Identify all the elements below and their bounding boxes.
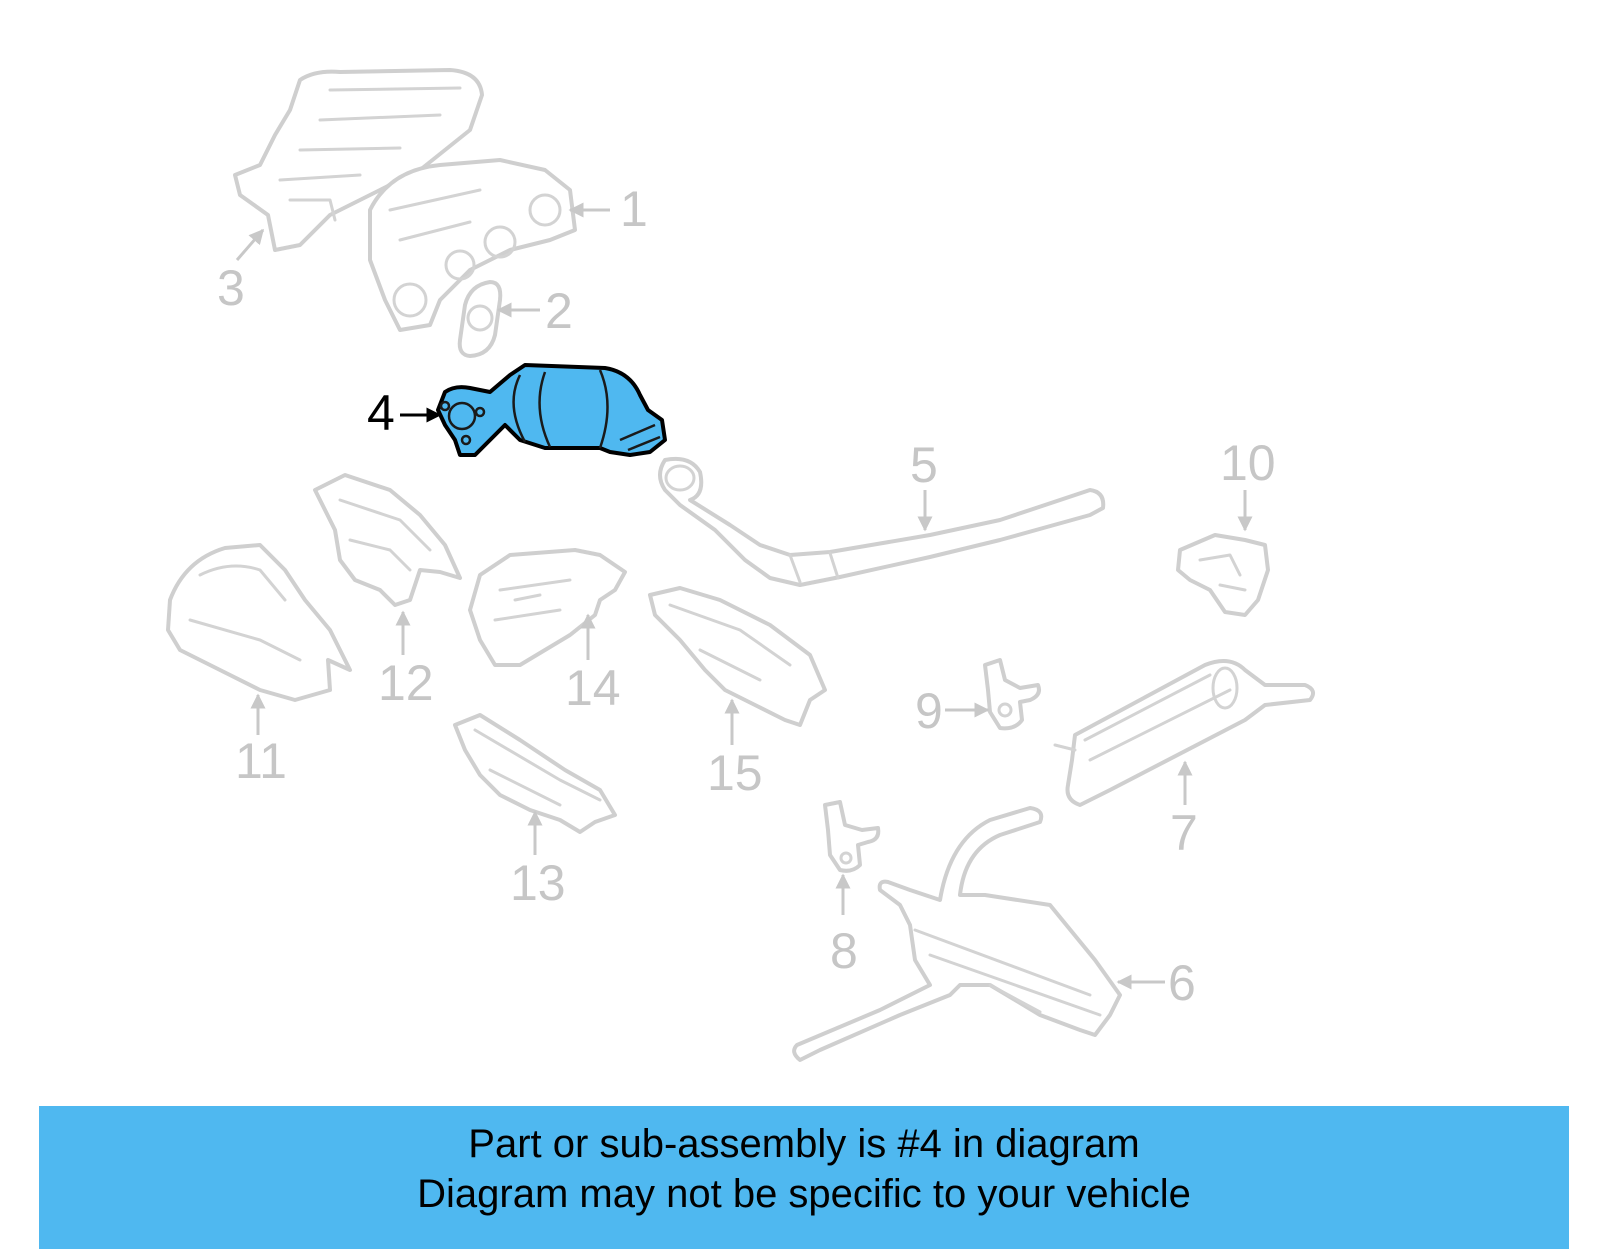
info-banner: Part or sub-assembly is #4 in diagram Di…	[39, 1106, 1569, 1249]
svg-text:7: 7	[1170, 805, 1198, 861]
part-10-bracket[interactable]	[1176, 533, 1270, 617]
callout-6: 6	[1116, 955, 1196, 1011]
parts-diagram: 3 1 2 4	[166, 68, 1316, 1062]
svg-text:1: 1	[620, 181, 648, 237]
banner-line-2: Diagram may not be specific to your vehi…	[417, 1172, 1191, 1216]
part-3-heat-shield[interactable]	[233, 68, 484, 252]
part-13-heat-shield[interactable]	[453, 713, 617, 834]
callout-12: 12	[378, 610, 434, 711]
part-1-exhaust-manifold[interactable]	[368, 158, 577, 332]
part-5-front-pipe[interactable]	[658, 456, 1106, 587]
callout-15: 15	[707, 698, 763, 801]
part-2-gasket[interactable]	[457, 280, 503, 358]
part-11-heat-shield[interactable]	[166, 543, 352, 702]
svg-text:4: 4	[367, 385, 395, 441]
svg-text:5: 5	[910, 437, 938, 493]
callout-7: 7	[1170, 760, 1198, 861]
callout-10: 10	[1220, 435, 1276, 532]
part-14-heat-shield[interactable]	[468, 548, 627, 667]
callout-14: 14	[565, 613, 621, 716]
part-6-center-muffler[interactable]	[792, 806, 1122, 1062]
svg-text:10: 10	[1220, 435, 1276, 491]
part-9-hanger[interactable]	[983, 658, 1041, 731]
svg-text:6: 6	[1168, 955, 1196, 1011]
callout-4: 4	[367, 385, 442, 441]
svg-text:2: 2	[545, 283, 573, 339]
svg-text:9: 9	[915, 683, 943, 739]
part-7-rear-muffler[interactable]	[1053, 659, 1316, 807]
svg-text:15: 15	[707, 745, 763, 801]
callout-3: 3	[217, 228, 265, 316]
banner-line-1: Part or sub-assembly is #4 in diagram	[468, 1122, 1140, 1166]
callout-2: 2	[496, 283, 573, 339]
callout-5: 5	[910, 437, 938, 532]
part-15-heat-shield[interactable]	[648, 586, 827, 727]
callout-1: 1	[568, 181, 648, 237]
callout-9: 9	[915, 683, 990, 739]
callout-11: 11	[235, 693, 287, 789]
svg-text:12: 12	[378, 655, 434, 711]
svg-text:13: 13	[510, 855, 566, 911]
svg-text:3: 3	[217, 260, 245, 316]
part-8-hanger[interactable]	[823, 800, 881, 873]
callout-8: 8	[830, 873, 858, 979]
svg-text:8: 8	[830, 923, 858, 979]
part-4-catalytic-converter[interactable]	[436, 363, 667, 457]
callout-13: 13	[510, 810, 566, 911]
svg-text:11: 11	[235, 733, 287, 789]
svg-text:14: 14	[565, 660, 621, 716]
part-12-heat-shield[interactable]	[313, 473, 462, 607]
